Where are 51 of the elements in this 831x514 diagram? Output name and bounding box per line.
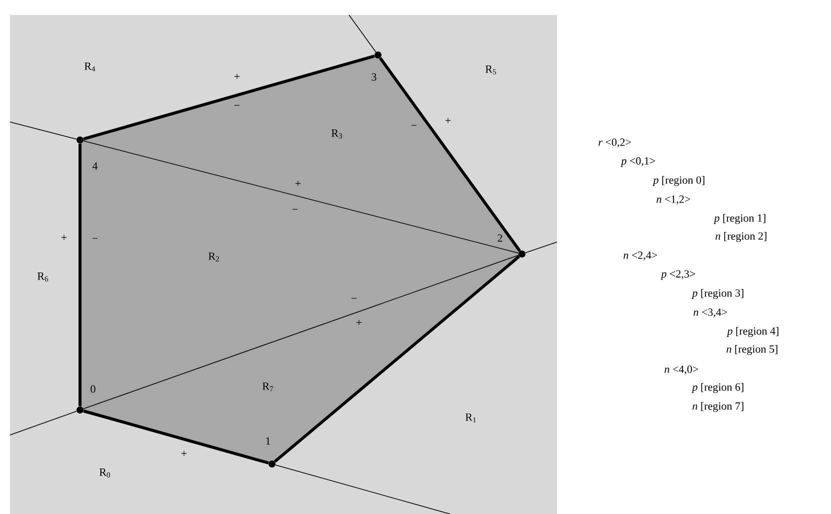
tree-line: n <2,4> (624, 252, 658, 260)
side-sign: + (445, 118, 451, 124)
polygon-edge (83, 254, 519, 410)
polygon-edge (378, 57, 522, 252)
split-line (525, 242, 558, 254)
region-label: R$_{7}$ (262, 382, 274, 392)
split-line (348, 14, 376, 52)
vertex-number: 1 (266, 437, 270, 445)
split-line (10, 122, 77, 140)
vertex-number: 3 (372, 73, 376, 81)
vertex-number: 2 (498, 234, 502, 242)
tree-line: n <4,0> (664, 366, 698, 374)
tree-line: p [region 0] (652, 176, 704, 186)
tree-line: n [region 2] (716, 232, 766, 242)
side-sign: + (234, 74, 240, 80)
tree-line: p <2,3> (660, 270, 696, 280)
tree-line: p [region 1] (714, 214, 766, 224)
tree-line: n [region 5] (726, 345, 778, 355)
region-label: R$_{5}$ (485, 66, 496, 74)
tree-line: p [region 4] (726, 327, 778, 337)
side-sign: + (181, 450, 187, 456)
polygon-edge (83, 54, 375, 140)
polygon-edge (83, 410, 269, 464)
side-sign: − (92, 238, 98, 239)
polygon-edge (274, 255, 520, 463)
split-line (275, 464, 450, 514)
side-sign: + (356, 320, 362, 326)
tree-line: p [region 6] (692, 383, 744, 393)
side-sign: − (234, 105, 240, 106)
region-label: R$_{0}$ (99, 468, 110, 478)
region-label: R$_{6}$ (37, 272, 48, 282)
tree-line: r <0,2> (598, 138, 631, 148)
tree-line: n <1,2> (656, 196, 690, 204)
tree-line: p <0,1> (620, 157, 656, 167)
region-label: R$_{2}$ (208, 252, 219, 262)
side-sign: − (292, 209, 298, 210)
side-sign: + (295, 180, 301, 186)
region-label: R$_{4}$ (84, 62, 96, 72)
side-sign: − (411, 125, 417, 126)
tree-line: n [region 7] (692, 402, 744, 412)
side-sign: − (351, 298, 357, 299)
tree-line: n <3,4> (694, 308, 728, 318)
side-sign: + (61, 234, 67, 240)
vertex-number: 4 (92, 162, 98, 170)
tree-line: p [region 3] (692, 289, 744, 299)
vertex-number: 0 (90, 385, 96, 393)
polygon-edge (83, 140, 519, 254)
polygon-edge (78, 144, 82, 406)
split-line (10, 410, 77, 436)
region-label: R$_{1}$ (465, 414, 476, 422)
region-label: R$_{3}$ (331, 130, 342, 138)
